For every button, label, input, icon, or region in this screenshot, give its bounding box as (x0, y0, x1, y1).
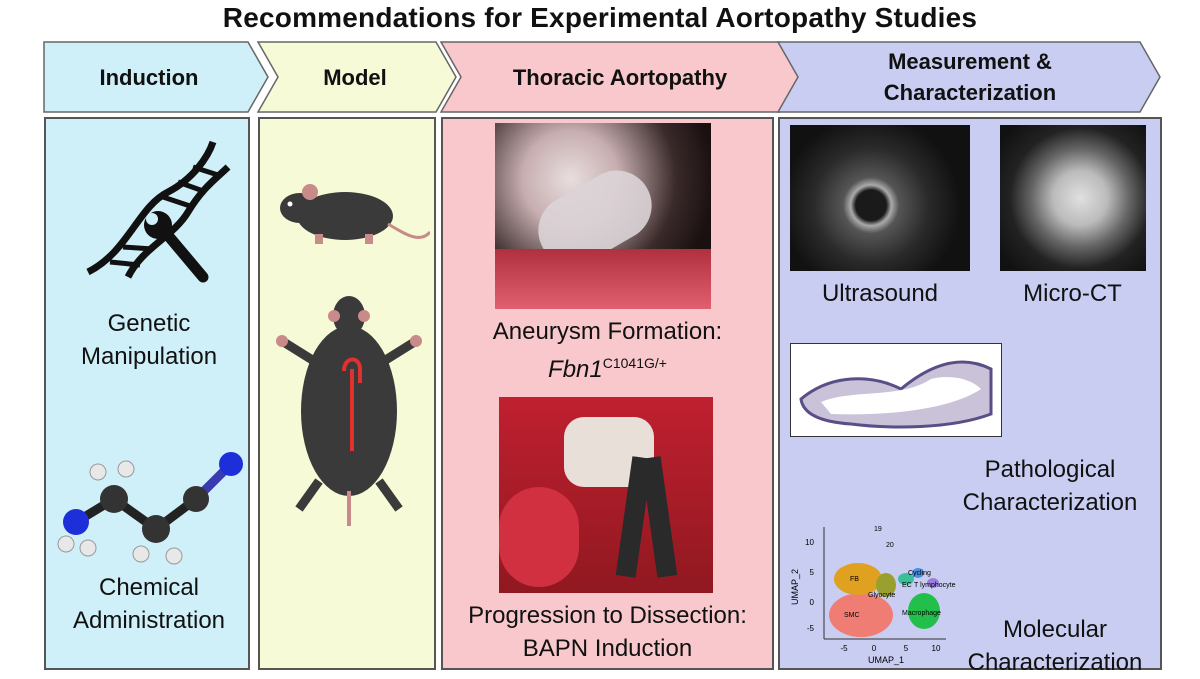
label-dissection: Progression to Dissection: BAPN Inductio… (468, 602, 747, 662)
umap-ytick: -5 (807, 624, 815, 633)
cluster-glyocyte (876, 573, 896, 597)
umap-plot: 10 5 0 -5 -5 0 5 10 UMAP_1 UMAP_2 FB SMC… (790, 526, 956, 665)
stage-label-model: Model (323, 64, 387, 90)
panel-induction: Genetic Manipulation Chemical Administra… (44, 117, 250, 670)
cluster-macrophage (908, 593, 940, 629)
umap-ytick: 5 (810, 568, 815, 577)
umap-xtick: 0 (872, 644, 877, 653)
mouse-side-icon (280, 184, 430, 244)
cluster-ec (898, 573, 914, 585)
molecule-icon (57, 452, 243, 565)
ultrasound-image (790, 125, 970, 271)
microct-image (1000, 125, 1146, 271)
panel-measurement: Ultrasound Micro-CT Pathological Charact… (778, 117, 1162, 676)
dna-wrench-icon (86, 140, 231, 283)
umap-xlabel: UMAP_1 (868, 655, 904, 665)
cluster-smc (829, 593, 893, 637)
stage-label-measurement: Measurement & Characterization (883, 49, 1057, 105)
cluster-label: T lymphocyte (914, 582, 956, 589)
panel-aortopathy: Aneurysm Formation: Fbn1C1041G/+ Progres… (441, 117, 774, 670)
dissection-photo (499, 397, 713, 593)
cluster-label: Glyocyte (868, 592, 895, 599)
umap-ytick: 0 (810, 598, 815, 607)
stage-label-aortopathy: Thoracic Aortopathy (512, 64, 728, 90)
label-chemical-administration: Chemical Administration (72, 574, 226, 634)
cluster-label: EC (902, 582, 912, 589)
label-genotype: Fbn1C1041G/+ (443, 347, 772, 386)
cluster-label: Cycling (908, 570, 931, 577)
umap-ytick: 10 (805, 538, 814, 547)
cluster-fb (834, 563, 882, 595)
gene-name: Fbn1 (548, 356, 603, 383)
chevron-model (256, 41, 457, 113)
umap-xtick: 5 (904, 644, 909, 653)
histology-image (790, 343, 1002, 437)
label-pathological: Pathological Characterization (962, 456, 1138, 516)
cluster-tcell (927, 578, 939, 588)
stage-chevrons (43, 41, 1161, 113)
umap-ylabel: UMAP_2 (790, 569, 800, 605)
cluster-label: Macrophage (902, 610, 941, 617)
label-ultrasound: Ultrasound (821, 280, 939, 307)
umap-xtick: -5 (840, 644, 848, 653)
mouse-dorsal-aorta-icon (276, 296, 422, 526)
cluster-label: FB (850, 576, 859, 583)
label-aneurysm-formation: Aneurysm Formation: (492, 318, 723, 345)
cluster-cycling (912, 568, 924, 578)
stage-label-induction: Induction (99, 64, 199, 90)
panel-model (258, 117, 436, 670)
label-microct: Micro-CT (1023, 280, 1122, 307)
cluster-label: SMC (844, 612, 860, 619)
aneurysm-photo (495, 123, 711, 309)
umap-xtick: 10 (932, 644, 941, 653)
figure-title: Recommendations for Experimental Aortopa… (222, 2, 978, 33)
label-molecular: Molecular Characterization (967, 616, 1143, 676)
cluster-label: 19 (874, 526, 882, 533)
cluster-label: 20 (886, 542, 894, 549)
label-genetic-manipulation: Genetic Manipulation (80, 310, 218, 370)
allele-superscript: C1041G/+ (602, 355, 667, 371)
chevron-induction (43, 41, 269, 113)
chevron-measurement (776, 41, 1161, 113)
